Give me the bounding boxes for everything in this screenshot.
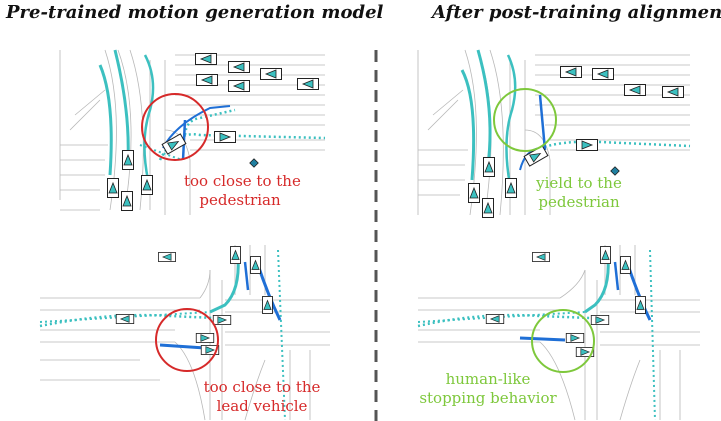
- vehicles-bottom-right: [485, 245, 646, 358]
- panel-bottom-left: [40, 245, 330, 421]
- caption-line: pedestrian: [538, 193, 620, 211]
- vehicles-top-right: [468, 66, 684, 218]
- caption-line: lead vehicle: [216, 397, 308, 415]
- pedestrian: [610, 166, 620, 176]
- agent-trajectory: [505, 54, 517, 186]
- agent-trajectory: [113, 49, 130, 161]
- pedestrian: [249, 158, 259, 168]
- agent-trajectory: [98, 64, 113, 176]
- highlight-circle-pretrained: [155, 308, 219, 372]
- agent-trajectory: [209, 257, 240, 314]
- ego-trajectory: [538, 94, 547, 151]
- agent-trajectory: [584, 257, 610, 314]
- caption-top-right: yield to the pedestrian: [530, 174, 628, 212]
- agent-trajectory: [476, 49, 492, 166]
- caption-bottom-left: too close to the lead vehicle: [202, 378, 322, 416]
- ego-trajectory: [613, 261, 620, 291]
- caption-line: too close to the: [203, 378, 321, 396]
- highlight-circle-aligned: [531, 309, 595, 373]
- right-column-title: After post-training alignment: [432, 2, 721, 23]
- caption-line: pedestrian: [199, 191, 281, 209]
- agent-trajectory: [417, 313, 591, 328]
- agent-trajectory: [39, 313, 216, 328]
- caption-line: yield to the: [536, 174, 622, 192]
- agent-trajectory: [460, 69, 476, 181]
- agent-trajectory: [277, 249, 286, 421]
- ego-trajectory: [243, 261, 250, 291]
- agent-trajectory: [143, 54, 155, 181]
- agent-trajectory: [649, 249, 656, 421]
- highlight-circle-pretrained: [141, 93, 209, 161]
- caption-line: too close to the: [184, 172, 301, 190]
- vehicles-top-left: [107, 53, 319, 211]
- ego-trajectory: [159, 343, 206, 350]
- caption-line: stopping behavior: [419, 389, 557, 407]
- caption-line: human-like: [445, 370, 531, 388]
- caption-top-left: too close to the pedestrian: [184, 172, 301, 210]
- agent-trajectory: [534, 140, 691, 152]
- ego-trajectory: [519, 336, 566, 342]
- caption-bottom-right: human-like stopping behavior: [418, 370, 558, 408]
- vehicles-bottom-left: [115, 245, 273, 356]
- highlight-circle-aligned: [493, 88, 557, 152]
- left-column-title: Pre-trained motion generation model: [6, 2, 384, 23]
